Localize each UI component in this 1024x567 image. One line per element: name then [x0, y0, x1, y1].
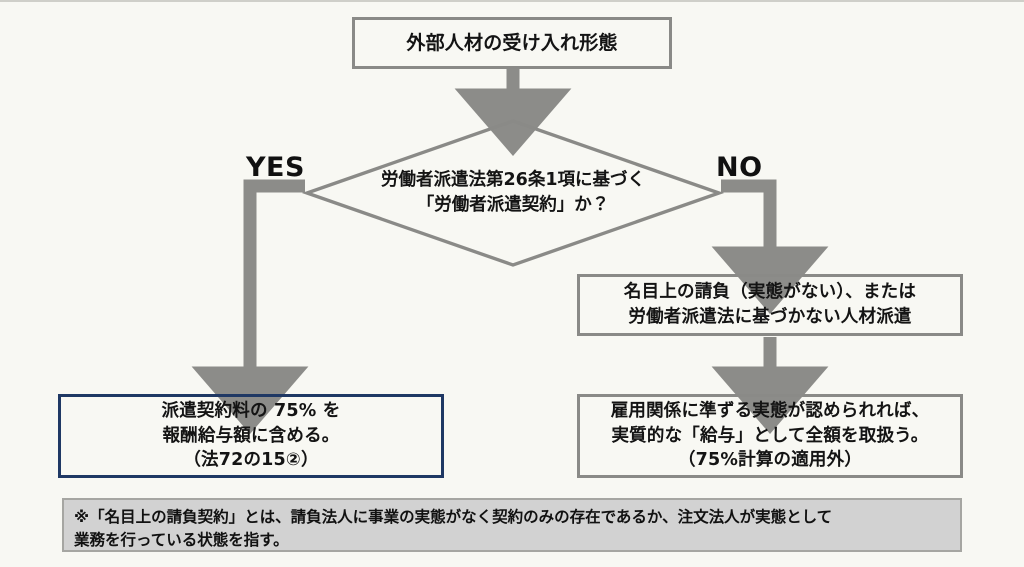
node-decision-line-2: 「労働者派遣契約」か？ [416, 195, 610, 215]
footnote-line-1: ※「名目上の請負契約」とは、請負法人に事業の実態がなく契約のみの存在であるか、注… [74, 508, 833, 526]
node-nominal-subcontract-line-2: 労働者派遣法に基づかない人材派遣 [628, 307, 912, 327]
node-decision-line-1: 労働者派遣法第26条1項に基づく [380, 169, 646, 190]
top-divider-rule [0, 0, 1024, 2]
node-start-line-1: 外部人材の受け入れ形態 [406, 31, 618, 54]
node-treated-as-salary-line-1: 雇用関係に準ずる実態が認められれば、 [610, 400, 930, 421]
node-include-75-percent[interactable]: 派遣契約料の 75% を 報酬給与額に含める。 （法72の15②） [58, 394, 444, 478]
arrow-no-branch [711, 179, 829, 314]
footnote-line-2: 業務を行っている状態を指す。 [74, 531, 289, 550]
node-treated-as-salary-line-2: 実質的な「給与」として全額を取扱う。 [611, 425, 929, 446]
node-include-75-percent-line-2: 報酬給与額に含める。 [162, 425, 340, 446]
diamond-shape [301, 119, 725, 267]
node-nominal-subcontract-line-1: 名目上の請負（実態がない）、または [623, 282, 917, 303]
node-decision-dispatch-contract[interactable]: 労働者派遣法第26条1項に基づく 「労働者派遣契約」か？ [301, 119, 725, 267]
node-treated-as-salary-line-3: （75%計算の適用外） [677, 450, 863, 471]
node-treated-as-salary[interactable]: 雇用関係に準ずる実態が認められれば、 実質的な「給与」として全額を取扱う。 （7… [577, 394, 963, 478]
node-nominal-subcontract[interactable]: 名目上の請負（実態がない）、または 労働者派遣法に基づかない人材派遣 [577, 274, 963, 336]
arrow-yes-branch [191, 179, 309, 434]
branch-label-no: NO [716, 152, 763, 183]
footnote-box: ※「名目上の請負契約」とは、請負法人に事業の実態がなく契約のみの存在であるか、注… [62, 498, 962, 552]
node-start-external-staff-type[interactable]: 外部人材の受け入れ形態 [352, 17, 672, 69]
branch-label-yes: YES [246, 152, 305, 183]
node-include-75-percent-line-1: 派遣契約料の 75% を [161, 400, 341, 421]
node-include-75-percent-line-3: （法72の15②） [183, 450, 319, 471]
node-decision-label: 労働者派遣法第26条1項に基づく 「労働者派遣契約」か？ [305, 119, 721, 267]
